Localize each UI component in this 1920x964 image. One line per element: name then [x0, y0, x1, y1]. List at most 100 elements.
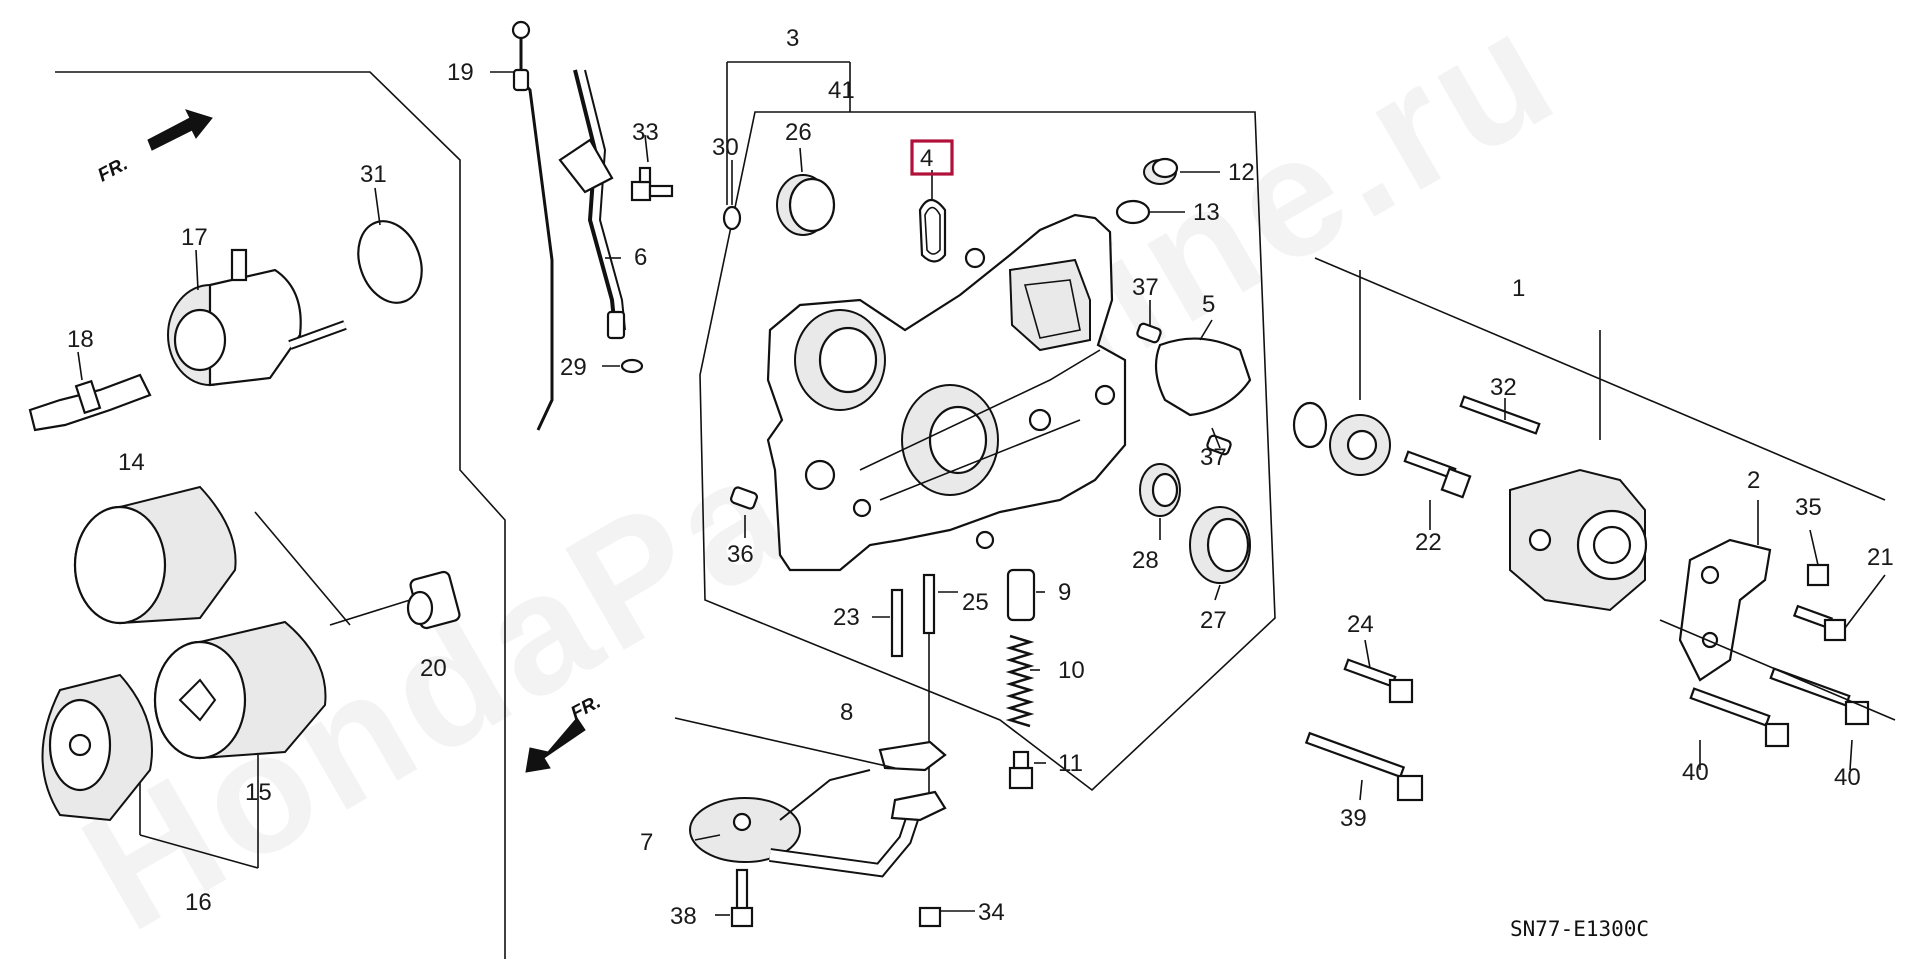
callout-40b[interactable]: 40: [1834, 764, 1861, 791]
part-oil-pump-body: [766, 213, 1127, 572]
callout-25[interactable]: 25: [962, 589, 989, 616]
part-relief-valve-9: [1006, 568, 1036, 622]
callout-30[interactable]: 30: [712, 134, 739, 161]
part-filter-stud-20: [406, 570, 461, 630]
part-bolt-24: [1343, 658, 1414, 704]
callout-13[interactable]: 13: [1193, 199, 1220, 226]
part-oil-strainer-7: [689, 769, 947, 878]
part-water-pump: [1509, 468, 1648, 612]
callout-23[interactable]: 23: [833, 604, 860, 631]
section-boundary: [55, 71, 506, 959]
bracket-1: [1314, 257, 1886, 501]
part-bolt-38: [730, 868, 754, 928]
part-stud-32: [1459, 395, 1541, 435]
guide-line: [1659, 619, 1896, 721]
part-stud-23: [890, 588, 904, 658]
callout-38[interactable]: 38: [670, 903, 697, 930]
callout-18[interactable]: 18: [67, 326, 94, 353]
part-bolt-18: [28, 373, 152, 432]
part-bolt-39: [1304, 731, 1424, 802]
callout-40a[interactable]: 40: [1682, 759, 1709, 786]
part-sealing-bolt-11: [1008, 750, 1034, 790]
fr-label-top: FR.: [94, 154, 131, 187]
part-o-ring-29: [620, 358, 644, 374]
callout-9[interactable]: 9: [1058, 579, 1071, 606]
callout-7[interactable]: 7: [640, 829, 653, 856]
callout-37b[interactable]: 37: [1200, 444, 1227, 471]
callout-27[interactable]: 27: [1200, 607, 1227, 634]
callout-36[interactable]: 36: [727, 541, 754, 568]
part-plug-12: [1143, 157, 1179, 185]
part-spring-10: [1005, 634, 1035, 728]
front-direction-indicator-top: FR.: [94, 109, 213, 187]
part-oil-filter-14: [73, 485, 237, 625]
part-nut-34: [918, 906, 942, 928]
callout-15[interactable]: 15: [245, 779, 272, 806]
part-bracket-2: [1678, 538, 1772, 682]
part-bolt-40b: [1769, 667, 1870, 726]
callout-32[interactable]: 32: [1490, 374, 1517, 401]
part-oil-seal-27: [1189, 506, 1251, 584]
callout-8[interactable]: 8: [840, 699, 853, 726]
guide-line: [329, 599, 411, 626]
part-stud-25: [922, 573, 936, 635]
part-washer-13: [1115, 199, 1151, 225]
part-gasket-8: [878, 740, 947, 772]
callout-39[interactable]: 39: [1340, 805, 1367, 832]
part-oil-seal-28: [1139, 463, 1181, 517]
callout-10[interactable]: 10: [1058, 657, 1085, 684]
callout-11[interactable]: 11: [1058, 750, 1083, 777]
part-nut-35: [1806, 563, 1830, 587]
callout-31[interactable]: 31: [360, 161, 387, 188]
part-circlip: [1292, 401, 1328, 449]
callout-19[interactable]: 19: [447, 59, 474, 86]
callout-21[interactable]: 21: [1867, 544, 1894, 571]
part-oil-filter-16: [41, 673, 153, 822]
bracket-3: [726, 61, 851, 205]
diagram-code: SN77-E1300C: [1510, 917, 1649, 941]
pump-assembly-frame: [699, 111, 1276, 792]
part-dowel-36: [730, 486, 758, 510]
callout-33[interactable]: 33: [632, 119, 659, 146]
callout-24[interactable]: 24: [1347, 611, 1374, 638]
highlight-box-part-4: [910, 139, 954, 176]
bracket-16: [139, 780, 259, 869]
callout-17[interactable]: 17: [181, 224, 208, 251]
callout-37a[interactable]: 37: [1132, 274, 1159, 301]
part-bolt-21: [1792, 604, 1847, 642]
callout-29[interactable]: 29: [560, 354, 587, 381]
callout-4[interactable]: 4: [920, 145, 933, 172]
part-oil-seal-26: [776, 174, 836, 236]
callout-41[interactable]: 41: [828, 77, 855, 104]
part-bolt-33: [630, 166, 674, 202]
part-outer-rotor: [1329, 414, 1391, 476]
part-o-ring-31: [357, 220, 423, 304]
part-dowel-37a: [1136, 322, 1162, 344]
part-gasket-4: [918, 198, 947, 263]
callout-14[interactable]: 14: [118, 449, 145, 476]
callout-34[interactable]: 34: [978, 899, 1005, 926]
callout-12[interactable]: 12: [1228, 159, 1255, 186]
callout-16[interactable]: 16: [185, 889, 212, 916]
part-bolt-40a: [1689, 687, 1790, 748]
callout-22[interactable]: 22: [1415, 529, 1442, 556]
callout-35[interactable]: 35: [1795, 494, 1822, 521]
callout-2[interactable]: 2: [1747, 467, 1760, 494]
callout-28[interactable]: 28: [1132, 547, 1159, 574]
guide-line: [254, 511, 351, 626]
leader-lines: [77, 71, 1886, 916]
callout-6[interactable]: 6: [634, 244, 647, 271]
part-gasket-5: [1154, 337, 1252, 417]
part-dipstick: [511, 20, 554, 431]
part-oil-cooler-17: [167, 248, 347, 387]
callout-labels: 1 2 3 4 5 6 7 8 9 10 11 12 13 14 15 16 1…: [67, 25, 1894, 930]
callout-20[interactable]: 20: [420, 655, 447, 682]
callout-1[interactable]: 1: [1512, 275, 1525, 302]
callout-5[interactable]: 5: [1202, 291, 1215, 318]
callout-26[interactable]: 26: [785, 119, 812, 146]
callout-3[interactable]: 3: [786, 25, 799, 52]
part-dipstick-tube: [558, 69, 626, 340]
part-washer-30: [722, 205, 742, 231]
